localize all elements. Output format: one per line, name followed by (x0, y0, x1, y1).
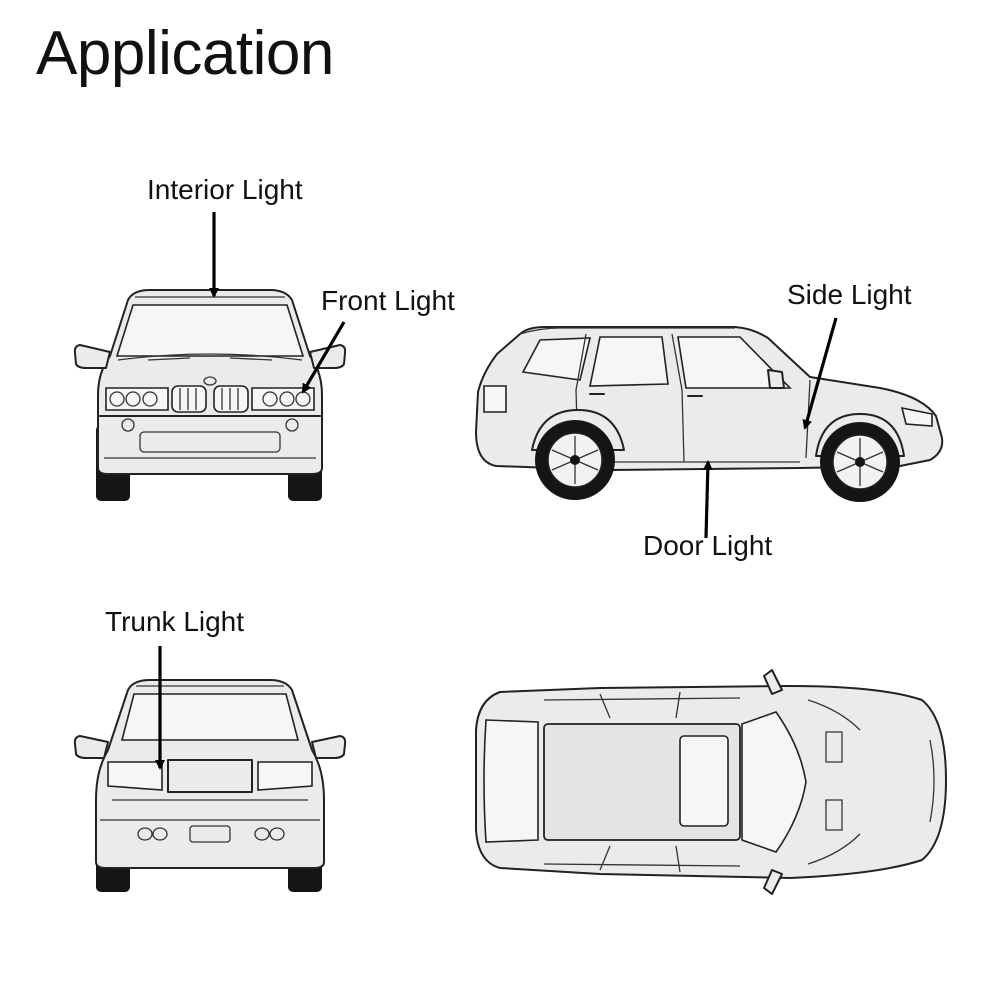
page-title: Application (36, 19, 334, 88)
trunk-light-label: Trunk Light (105, 606, 245, 637)
interior-light-label: Interior Light (147, 174, 303, 205)
side-light-arrow (802, 317, 838, 430)
car-side-view (475, 326, 944, 502)
car-top-view (475, 669, 947, 895)
door-light-arrow (702, 460, 713, 539)
front-light-arrow (301, 321, 346, 394)
car-rear-view (73, 679, 347, 892)
side-light-label: Side Light (787, 279, 912, 310)
car-front-view (73, 289, 347, 501)
front-light-label: Front Light (321, 285, 455, 316)
